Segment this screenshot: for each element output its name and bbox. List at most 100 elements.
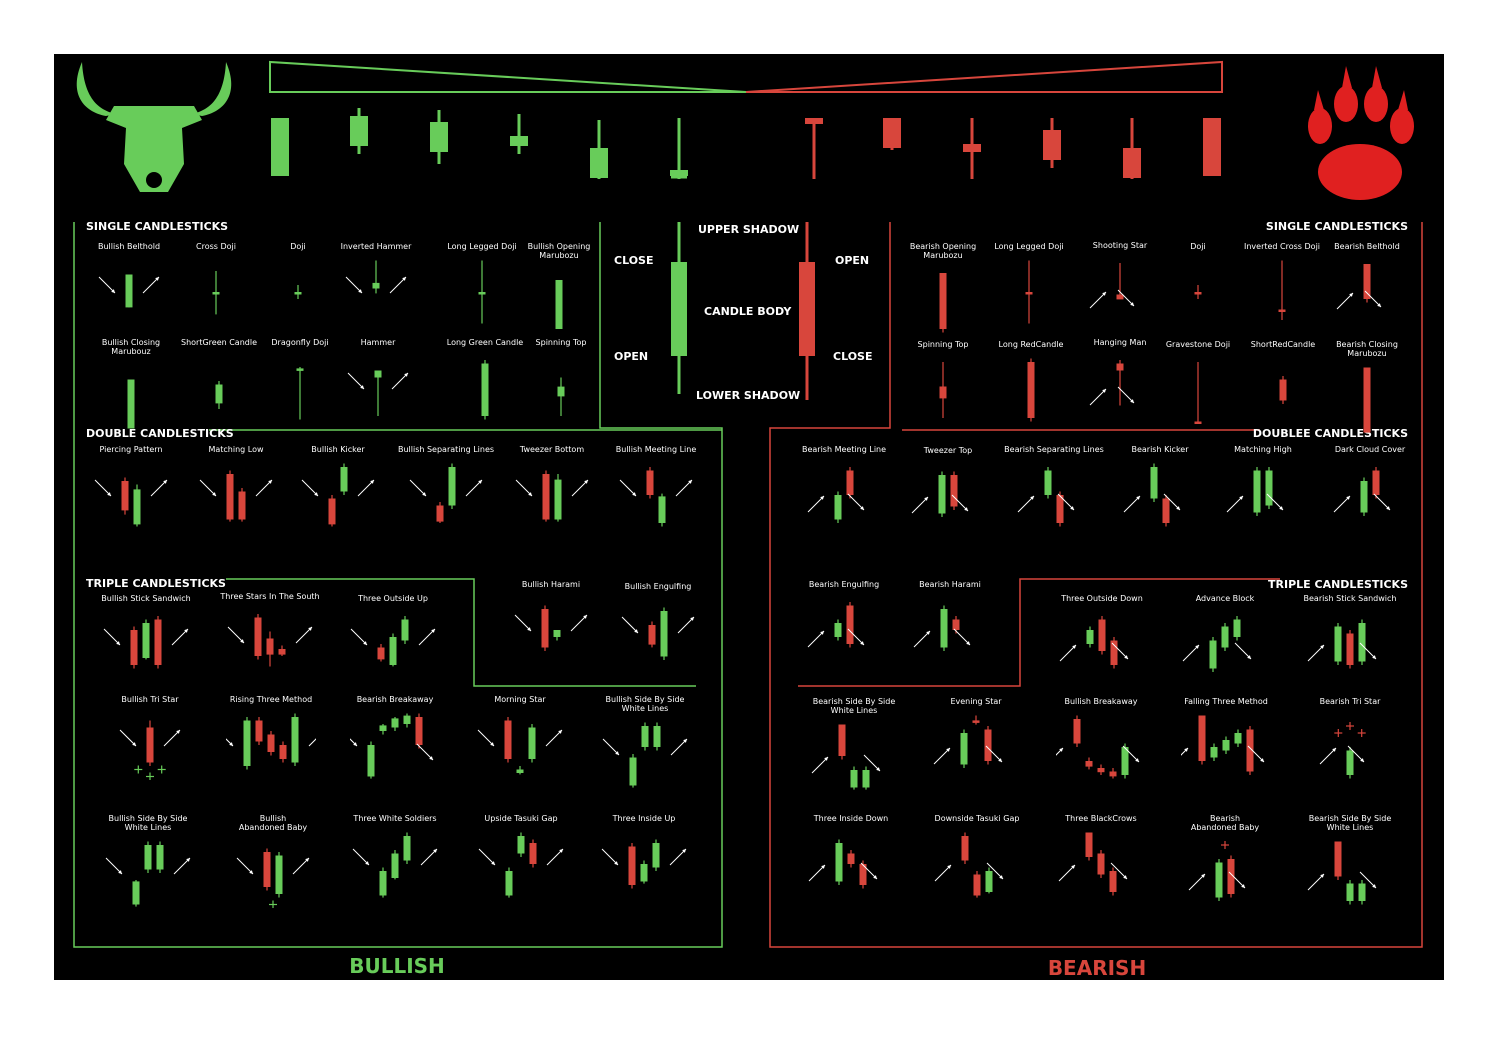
pattern-label: Long Legged Doji — [994, 242, 1064, 251]
pattern-diagram — [1325, 460, 1415, 530]
green-candle — [389, 633, 397, 667]
red-candle — [1278, 260, 1286, 320]
green-candle — [133, 484, 141, 527]
green-candle — [127, 379, 135, 429]
green-candle — [553, 630, 561, 641]
pattern-label: Doji — [290, 242, 306, 251]
section-title-bull-triple: TRIPLE CANDLESTICKS — [86, 577, 226, 590]
pattern-diagram — [105, 710, 195, 780]
pattern-diagram — [898, 266, 988, 336]
pattern-label: Three Stars In The South — [220, 592, 320, 601]
doji-star — [1334, 729, 1343, 737]
bearish-title: BEARISH — [1047, 956, 1147, 980]
trend-arrow — [1364, 290, 1382, 308]
trend-arrow — [811, 756, 829, 774]
green-candle — [1222, 736, 1230, 754]
trend-arrow — [173, 857, 191, 875]
red-candle — [961, 832, 969, 864]
red-candle — [121, 477, 129, 515]
section-title-bear-single: SINGLE CANDLESTICKS — [1265, 220, 1408, 233]
green-candle — [448, 463, 456, 509]
pattern-label: Bearish Side By Side White Lines — [812, 697, 896, 715]
green-candle — [340, 463, 348, 495]
trend-arrow — [1336, 292, 1354, 310]
pattern-label: Tweezer Top — [923, 446, 973, 455]
pattern-label: Bullish Tri Star — [121, 695, 179, 704]
pattern-label: Spinning Top — [535, 338, 587, 347]
pattern-diagram — [350, 710, 440, 780]
pattern-label: Hanging Man — [1093, 338, 1147, 347]
pattern-diagram — [174, 353, 264, 423]
pattern-diagram — [809, 721, 899, 791]
bear-wedge — [745, 60, 1223, 93]
green-candle — [554, 474, 562, 522]
pattern-diagram — [1009, 460, 1099, 530]
header-candle — [883, 118, 901, 150]
pattern-label: Evening Star — [950, 697, 1002, 706]
trend-arrow — [675, 479, 693, 497]
red-candle — [415, 713, 423, 749]
red-candle — [1279, 376, 1287, 404]
green-candle — [557, 377, 565, 416]
red-candle — [1085, 757, 1093, 770]
green-candle — [653, 722, 661, 751]
pattern-label: Matching High — [1234, 445, 1292, 454]
pattern-diagram — [333, 353, 423, 423]
green-candle — [374, 370, 382, 416]
pattern-diagram — [898, 355, 988, 425]
pattern-diagram — [506, 595, 596, 665]
trend-arrow — [352, 848, 370, 866]
red-candle — [847, 850, 855, 868]
section-title-bull-single: SINGLE CANDLESTICKS — [86, 220, 229, 233]
trend-arrow — [150, 479, 168, 497]
pattern-diagram — [1153, 355, 1243, 425]
pattern-diagram — [191, 460, 281, 530]
green-candle — [403, 832, 411, 864]
red-candle — [1116, 360, 1124, 406]
trend-arrow — [308, 738, 316, 747]
green-candle — [1346, 880, 1354, 905]
trend-arrow — [847, 493, 865, 511]
pattern-label: Bearish Kicker — [1131, 445, 1189, 454]
pattern-label: Bearish Meeting Line — [801, 445, 887, 454]
trend-arrow — [677, 616, 695, 634]
pattern-label: ShortGreen Candle — [180, 338, 258, 347]
pattern-label: Tweezer Bottom — [519, 445, 585, 454]
red-candle — [646, 467, 654, 499]
green-candle — [403, 713, 411, 728]
trend-arrow — [1373, 493, 1391, 511]
red-candle — [1334, 841, 1342, 880]
green-candle — [291, 713, 299, 766]
red-candle — [267, 731, 275, 756]
green-candle — [658, 493, 666, 527]
trend-arrow — [295, 626, 313, 644]
trend-arrow — [514, 614, 532, 632]
red-candle — [1097, 764, 1105, 775]
pattern-diagram — [514, 266, 604, 336]
trend-arrow — [1359, 871, 1377, 889]
pattern-label: Three White Soldiers — [353, 814, 437, 823]
trend-arrow — [847, 628, 865, 646]
red-candle — [648, 621, 656, 648]
red-candle — [1097, 850, 1105, 878]
pattern-label: Cross Doji — [196, 242, 236, 251]
pattern-diagram — [599, 829, 689, 899]
green-candle — [212, 271, 220, 315]
trend-arrow — [807, 495, 825, 513]
pattern-label: Bearish Stick Sandwich — [1303, 594, 1397, 603]
red-candle — [226, 470, 234, 522]
red-candle — [529, 839, 537, 868]
frame-line — [798, 578, 1280, 687]
green-candle — [850, 766, 858, 790]
green-candle — [367, 741, 375, 779]
trend-arrow — [1266, 493, 1284, 511]
trend-arrow — [934, 864, 952, 882]
pattern-label: Bullish Side By Side White Lines — [605, 695, 685, 713]
green-candle — [401, 616, 409, 644]
trend-arrow — [389, 276, 407, 294]
pattern-diagram — [293, 460, 383, 530]
doji-star — [1357, 729, 1366, 737]
green-candle — [641, 722, 649, 751]
green-candle — [1150, 463, 1158, 502]
pattern-label: Bullish Kicker — [311, 445, 365, 454]
